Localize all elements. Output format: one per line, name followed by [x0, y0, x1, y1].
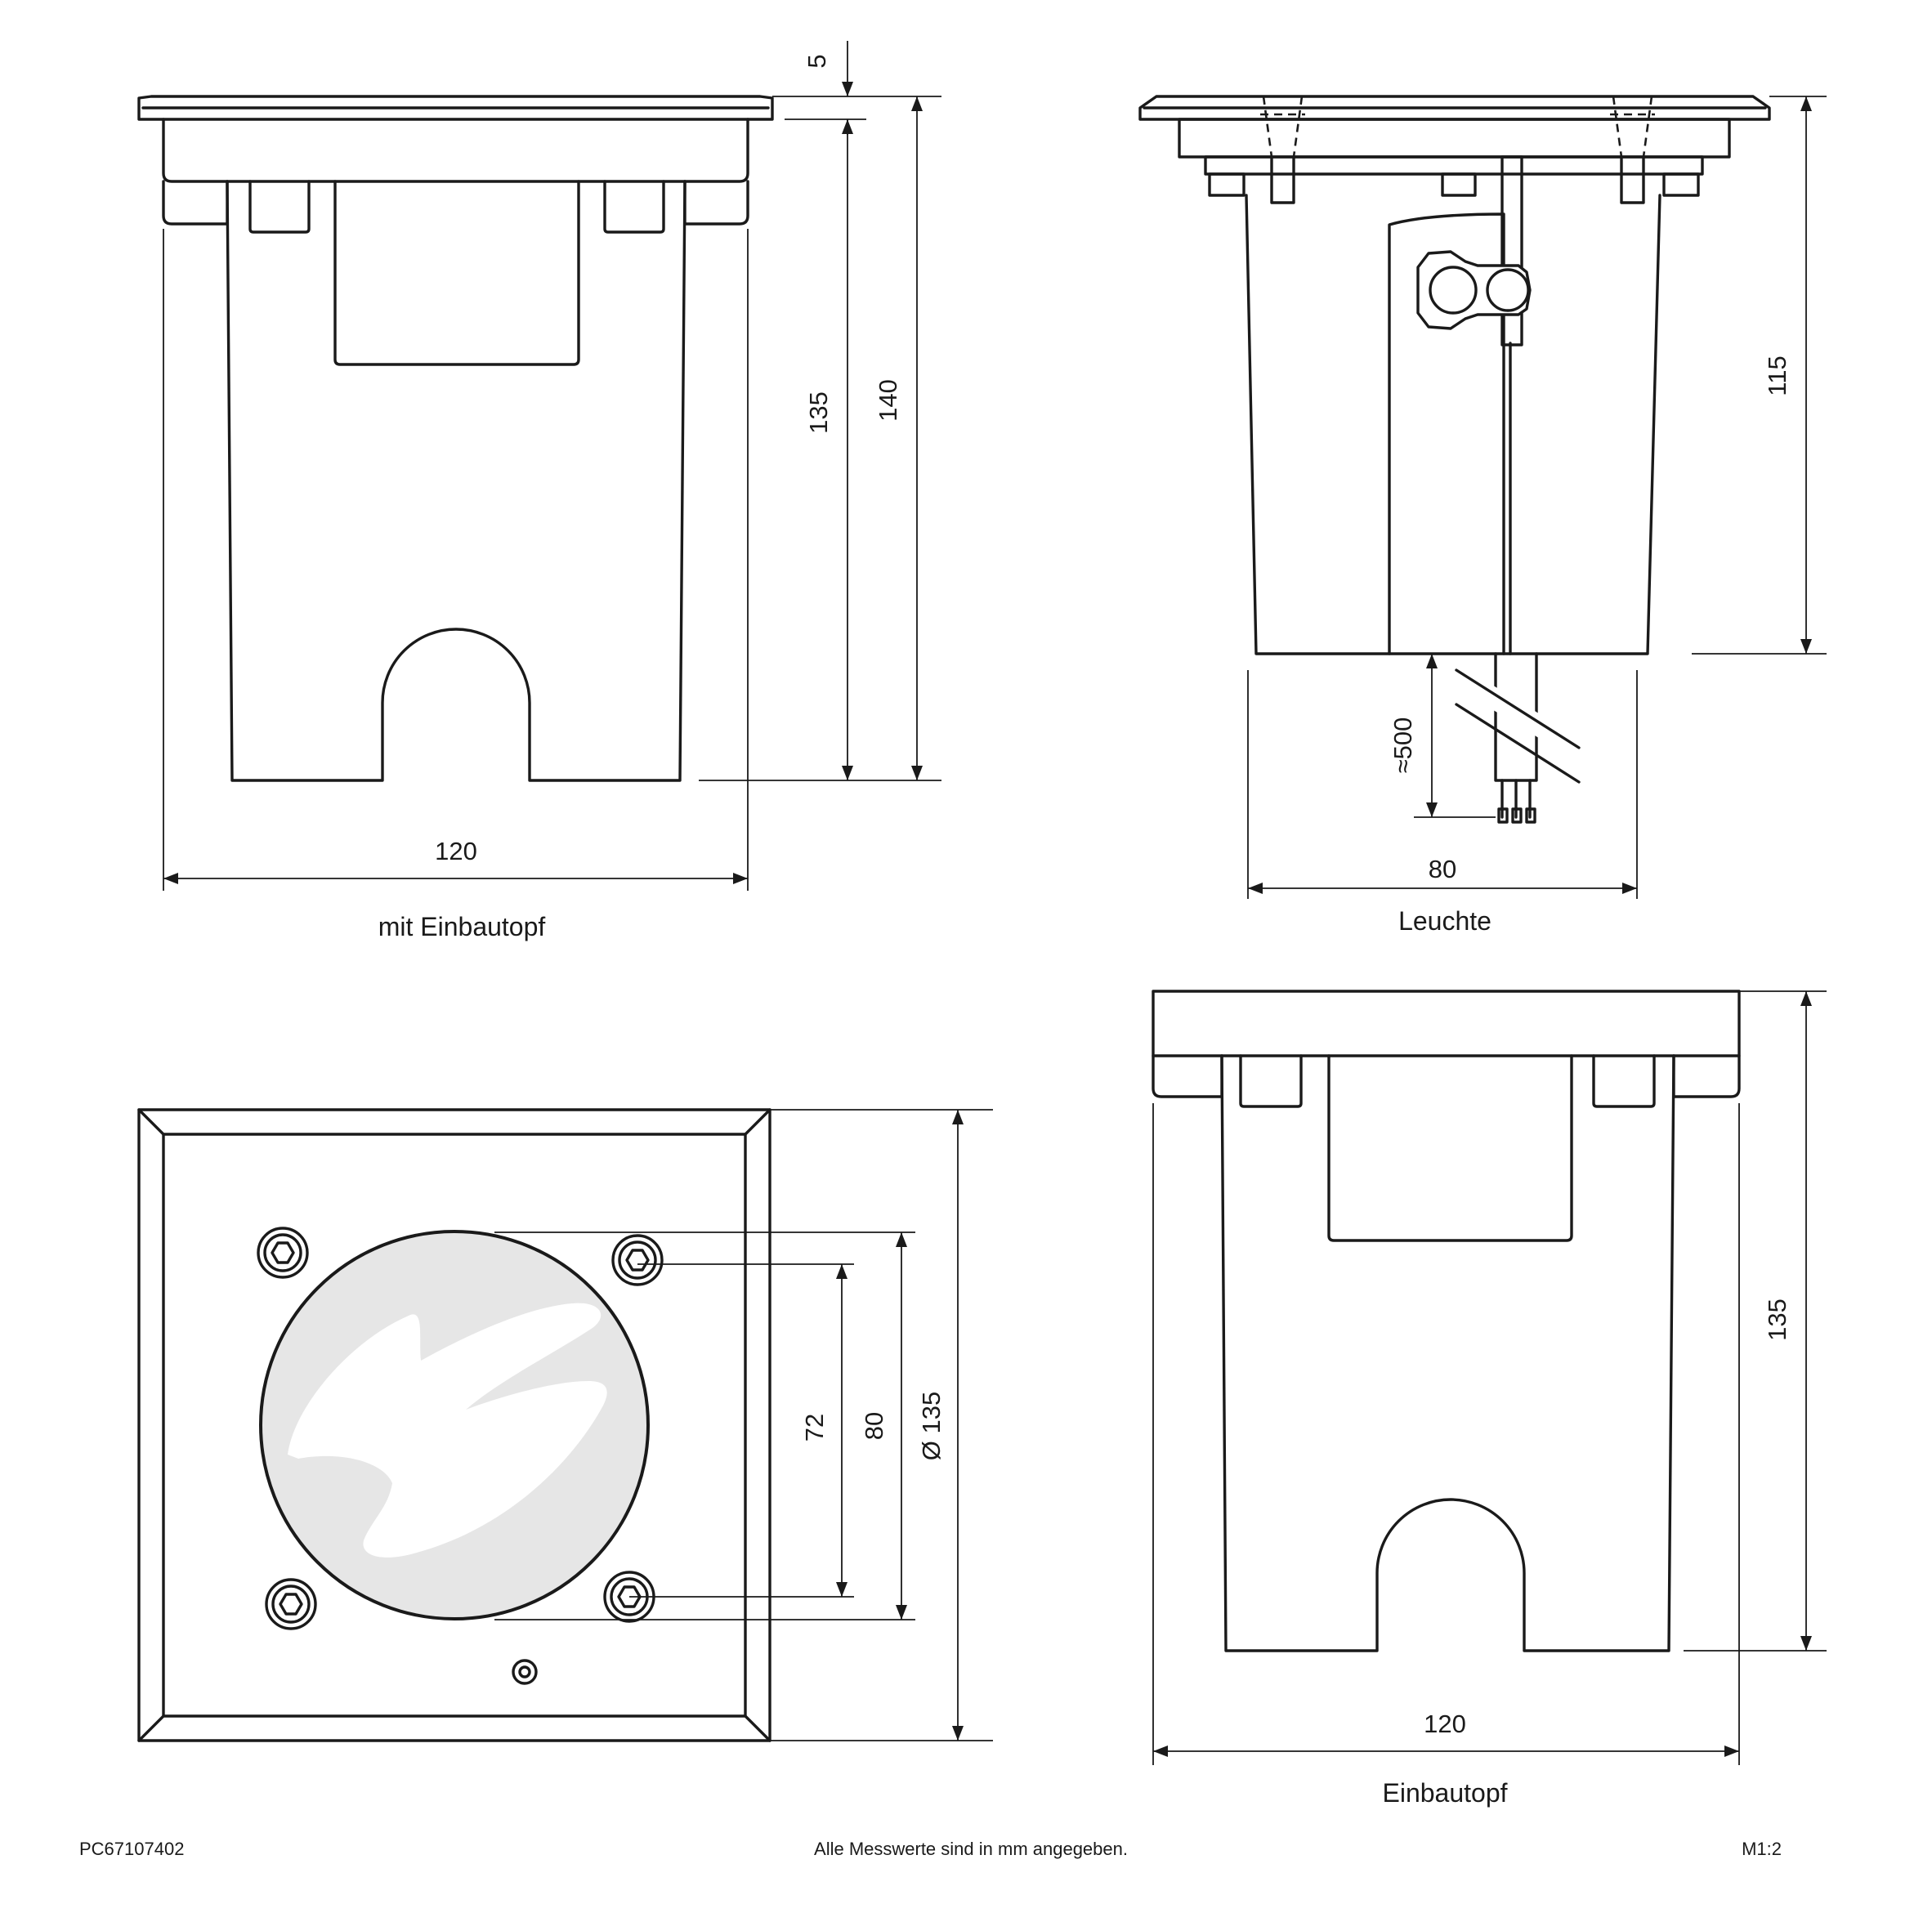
- dim-135-pot: 135: [1763, 1299, 1791, 1341]
- dim-120-pot: 120: [1424, 1710, 1466, 1738]
- dim-72: 72: [800, 1414, 829, 1442]
- dim-5: 5: [803, 54, 831, 68]
- lens-reflection: [288, 1303, 607, 1558]
- caption-mit-einbautopf: mit Einbautopf: [378, 912, 546, 941]
- dim-140-front: 140: [874, 379, 902, 422]
- view-pot: 135 120 Einbautopf: [1152, 990, 1827, 1808]
- dim-120-front: 120: [435, 837, 477, 865]
- scale-label: M1:2: [1742, 1839, 1782, 1859]
- units-note: Alle Messwerte sind in mm angegeben.: [814, 1839, 1128, 1859]
- article-number: PC67107402: [79, 1839, 184, 1859]
- dim-500: ≈500: [1389, 717, 1417, 774]
- view-top: 72 80 Ø 135: [137, 1108, 993, 1742]
- footer: PC67107402 Alle Messwerte sind in mm ang…: [79, 1839, 1782, 1859]
- view-front-with-pot: 5 135 140 120 mit Einbautopf: [137, 41, 941, 941]
- dim-115: 115: [1763, 355, 1791, 396]
- pin-icon: [512, 1659, 538, 1685]
- caption-leuchte: Leuchte: [1398, 906, 1491, 936]
- caption-einbautopf: Einbautopf: [1382, 1778, 1507, 1808]
- dim-80-luminaire: 80: [1429, 855, 1456, 883]
- dim-diameter-135: Ø 135: [917, 1392, 946, 1460]
- screw-icon: [257, 1227, 309, 1279]
- screw-icon: [265, 1578, 317, 1630]
- dim-135-front: 135: [804, 391, 833, 434]
- screw-icon: [611, 1234, 664, 1286]
- view-luminaire: 115 ≈500 80 Leuchte: [1138, 95, 1827, 936]
- dim-80-top: 80: [860, 1412, 888, 1440]
